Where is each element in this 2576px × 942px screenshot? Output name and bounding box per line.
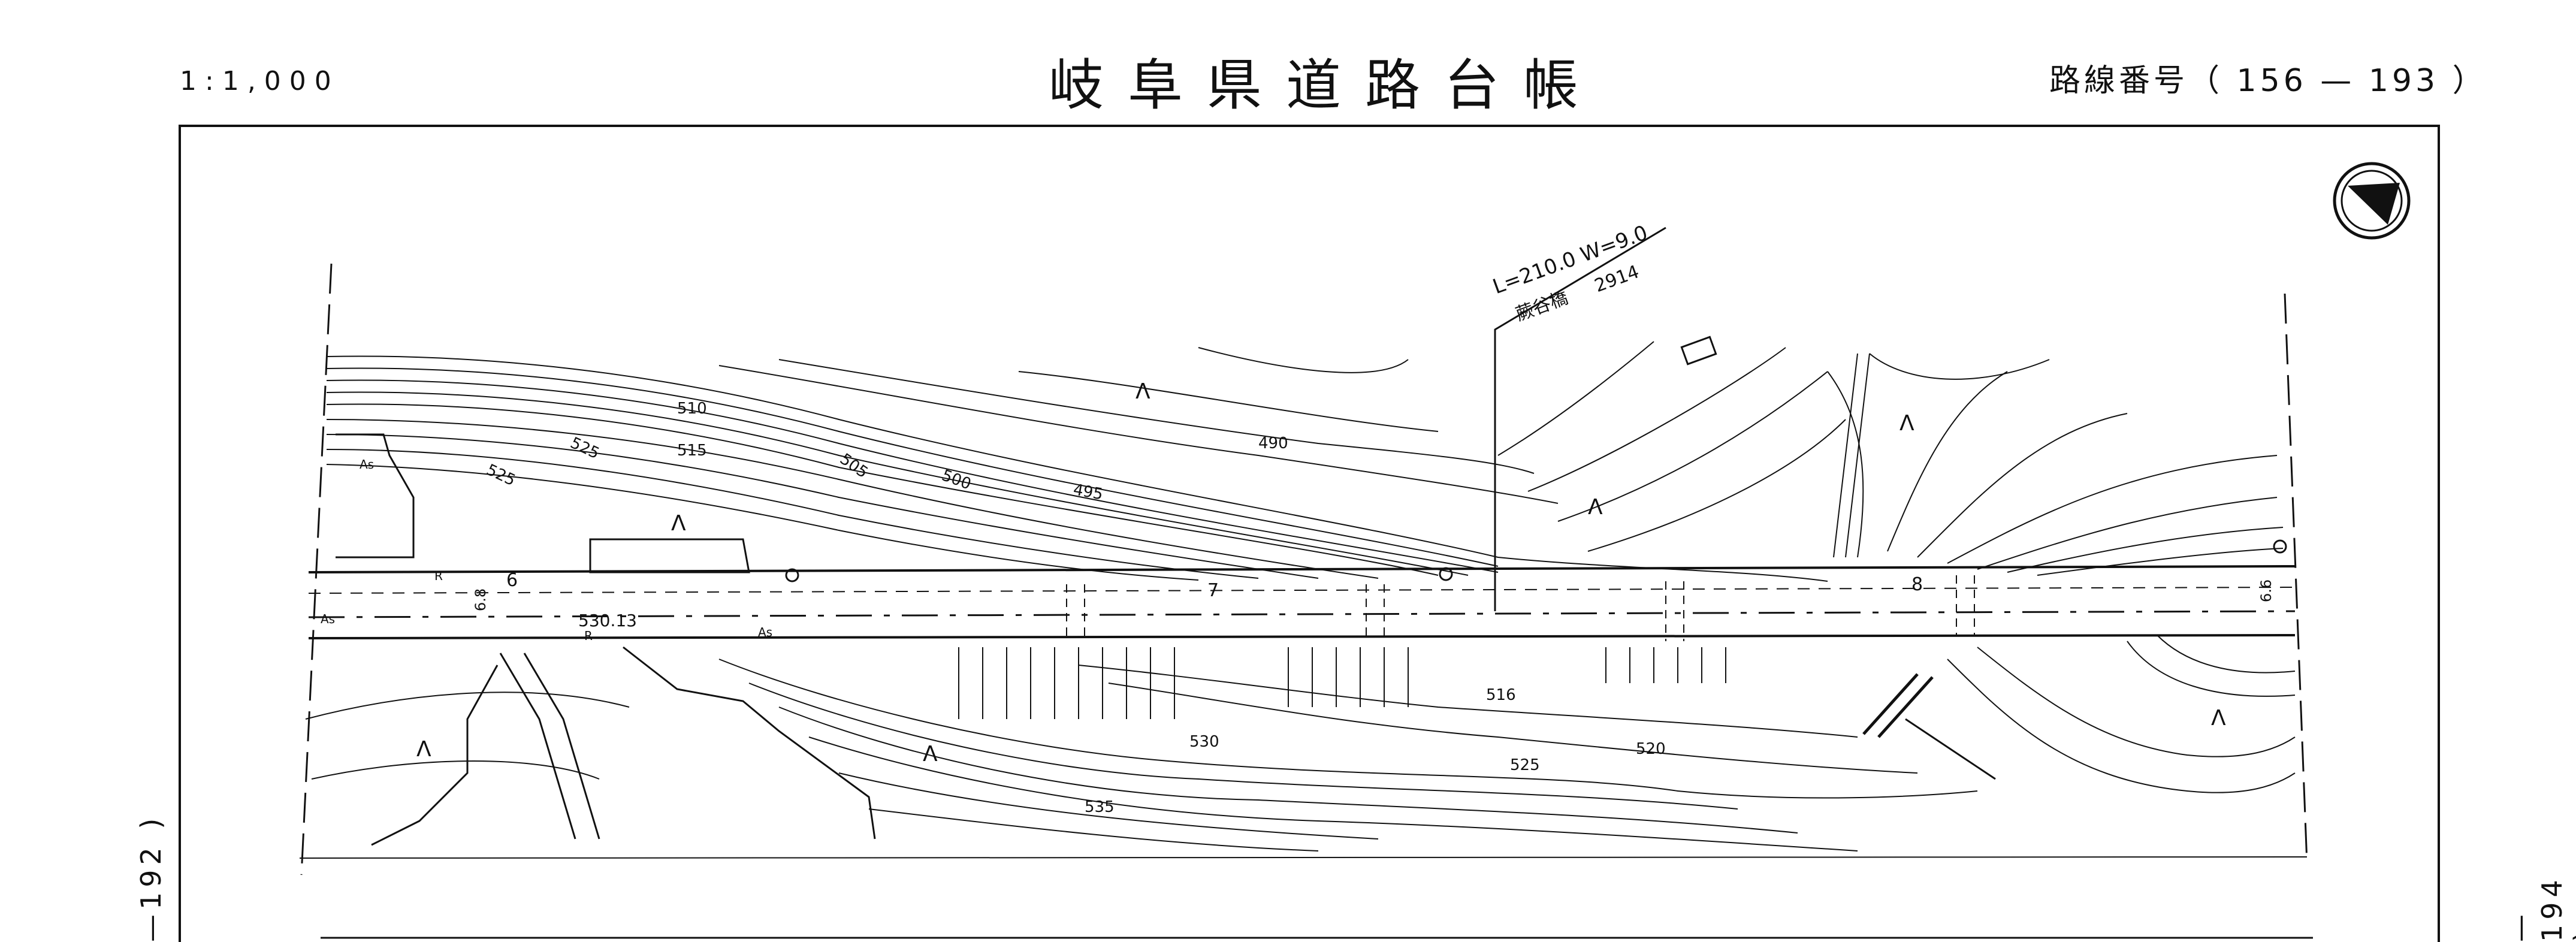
pavement-label: As [360, 457, 374, 472]
bridge-name: 蕨谷橋 [1513, 287, 1571, 325]
marker-label: R [584, 629, 593, 643]
contour-labels: 510 515 525 505 500 495 490 516 530 535 … [484, 400, 1666, 816]
terrain-symbol: Λ [2211, 706, 2226, 730]
terrain-symbol: Λ [1136, 379, 1150, 404]
contour-label: 525 [484, 461, 518, 490]
bridge-annotation: L=210.0 W=9.0 蕨谷橋 2914 [1490, 221, 1651, 325]
station-labels: 7 8 6 6.8 6.6 [472, 570, 2275, 611]
terrain-symbol: Λ [1899, 411, 1914, 436]
terrain-symbols: Λ Λ Λ Λ Λ Λ Λ [416, 379, 2226, 766]
station-label: 6 [506, 570, 518, 591]
marker-label: R [434, 569, 443, 583]
structures [336, 336, 2287, 846]
sheet-boundary-left [300, 263, 333, 875]
terrain-symbol: Λ [1588, 495, 1603, 520]
pavement-label: As [758, 625, 772, 639]
contour-label: 510 [677, 400, 707, 418]
page-title: 岐阜県道路台帳 [1049, 53, 1603, 117]
contour-label: 520 [1636, 740, 1666, 758]
bridge-dimensions: L=210.0 W=9.0 [1490, 221, 1651, 300]
contour-label: 500 [940, 466, 974, 493]
station-label: 6.6 [2258, 579, 2275, 602]
contour-label: 516 [1486, 686, 1516, 704]
map-frame [179, 125, 2440, 942]
contour-label: 505 [836, 450, 871, 482]
contour-label: 525 [567, 434, 602, 463]
terrain-symbol: Λ [923, 742, 938, 766]
road [308, 565, 2296, 641]
contour-label: 515 [677, 442, 707, 460]
contour-label: 525 [1510, 756, 1540, 774]
terrain-symbol: Λ [416, 737, 431, 762]
station-label: 7 [1207, 580, 1219, 601]
contour-label: 490 [1258, 434, 1288, 452]
route-number: 路線番号（ 156 — 193 ） [2049, 63, 2487, 99]
station-label: 8 [1911, 574, 1923, 595]
map-scale: 1:1,000 [180, 66, 340, 96]
elevation-label: 530.13 [578, 611, 637, 630]
sheet-boundary-right [2284, 293, 2308, 864]
contour-lines-south [305, 635, 2296, 852]
slope-hatching [958, 353, 1870, 719]
contour-label: 535 [1085, 798, 1115, 816]
pavement-label: As [321, 612, 335, 626]
bridge-leader [1494, 227, 1666, 611]
terrain-symbol: Λ [671, 511, 686, 536]
pavement-labels: As As As R R [321, 457, 772, 643]
map-inner-bottom [299, 856, 2308, 859]
contour-label: 495 [1072, 481, 1104, 503]
contour-lines-north [326, 341, 2284, 582]
contour-label: 530 [1189, 733, 1219, 751]
north-arrow-icon [2333, 162, 2411, 240]
station-label: 6.8 [472, 588, 489, 611]
